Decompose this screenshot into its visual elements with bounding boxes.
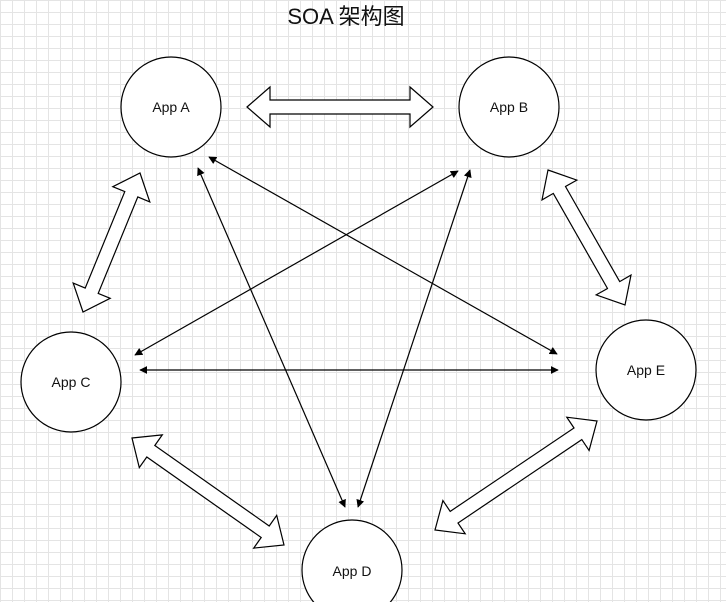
connector-b-c	[134, 170, 459, 356]
node-app-c-label: App C	[52, 374, 91, 390]
node-app-c: App C	[20, 331, 122, 433]
connector-b-d	[356, 169, 472, 508]
diagram-title: SOA 架构图	[287, 4, 404, 29]
connector-a-c	[72, 172, 151, 313]
node-app-d-label: App D	[333, 563, 372, 579]
connector-c-d	[131, 434, 285, 549]
node-app-a: App A	[120, 56, 222, 158]
node-app-e-label: App E	[627, 362, 665, 378]
node-app-b-label: App B	[490, 99, 528, 115]
node-app-a-label: App A	[152, 99, 190, 115]
connector-d-e	[434, 416, 598, 535]
connector-b-e	[541, 169, 632, 306]
node-app-b: App B	[458, 56, 560, 158]
connector-a-b	[246, 85, 434, 129]
connector-a-e	[208, 156, 558, 355]
node-app-e: App E	[595, 319, 697, 421]
connector-a-d	[197, 167, 346, 508]
node-app-d: App D	[301, 519, 403, 602]
